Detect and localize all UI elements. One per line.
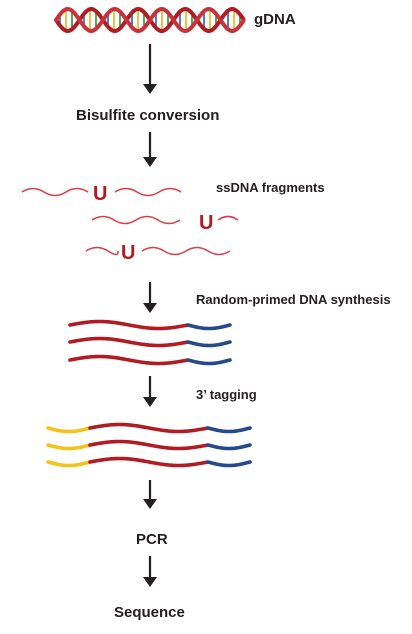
arrow-gdna-to-bisulfite xyxy=(143,44,157,94)
synthesized-strand xyxy=(68,319,189,331)
tagged-strands xyxy=(46,422,252,468)
primer-tail xyxy=(186,323,232,331)
synthesized-strand xyxy=(88,456,209,468)
ssdna-fragment-1: U xyxy=(21,183,182,205)
arrow-ssdna-to-synthesis xyxy=(143,282,157,313)
synthesized-strand xyxy=(88,439,209,451)
helix-strand-b xyxy=(54,6,246,34)
label-sequence: Sequence xyxy=(114,604,185,621)
arrow-synthesis-to-tagging xyxy=(143,376,157,407)
label-3-prime-tagging: 3’ tagging xyxy=(196,387,257,402)
synthesized-strand xyxy=(88,422,209,434)
synthesized-strand xyxy=(68,336,189,348)
arrow-tagging-to-pcr xyxy=(143,480,157,509)
primer-tail xyxy=(186,358,232,366)
ssdna-fragment-3: U xyxy=(85,242,231,264)
primer-tail xyxy=(206,443,252,451)
gdna-helix-icon xyxy=(54,6,246,34)
arrow-pcr-to-sequence xyxy=(143,556,157,587)
tag-adapter xyxy=(46,460,92,468)
label-gdna: gDNA xyxy=(254,11,296,28)
primer-tail xyxy=(186,340,232,348)
tag-adapter xyxy=(46,426,92,434)
arrow-bisulfite-to-ssdna xyxy=(143,132,157,167)
label-ssdna-fragments: ssDNA fragments xyxy=(216,180,325,195)
label-bisulfite-conversion: Bisulfite conversion xyxy=(76,107,219,124)
primer-tail xyxy=(206,426,252,434)
uracil-marker: U xyxy=(199,212,213,234)
synthesized-strand xyxy=(68,354,189,366)
synthesis-strands xyxy=(68,319,232,366)
primer-tail xyxy=(206,460,252,468)
uracil-marker: U xyxy=(121,242,135,264)
tag-adapter xyxy=(46,443,92,451)
ssdna-fragment-2: U xyxy=(91,212,239,234)
label-random-primed-synthesis: Random-primed DNA synthesis xyxy=(196,292,391,307)
uracil-marker: U xyxy=(93,183,107,205)
label-pcr: PCR xyxy=(136,531,168,548)
